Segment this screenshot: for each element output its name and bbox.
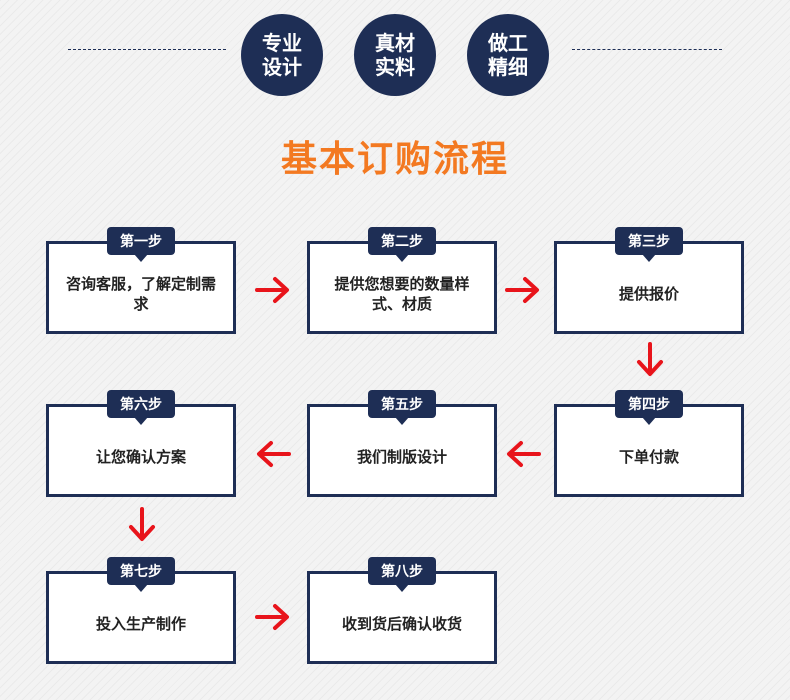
step-box-1: 第一步 咨询客服，了解定制需求	[46, 227, 236, 334]
step-tag: 第二步	[368, 227, 436, 255]
step-text: 提供报价	[618, 284, 679, 303]
arrow-right-icon	[255, 277, 289, 303]
arrow-right-icon	[255, 604, 289, 630]
step-text: 咨询客服，了解定制需求	[65, 274, 216, 313]
step-tag: 第三步	[615, 227, 683, 255]
divider-right	[572, 49, 722, 50]
step-tag: 第七步	[107, 557, 175, 585]
badge-line: 做工	[488, 31, 528, 55]
step-box-3: 第三步 提供报价	[554, 227, 744, 334]
step-box-7: 第七步 投入生产制作	[46, 557, 236, 664]
step-tag: 第八步	[368, 557, 436, 585]
step-box-4: 第四步 下单付款	[554, 390, 744, 497]
arrow-right-icon	[505, 277, 539, 303]
badge-line: 实料	[375, 55, 415, 79]
step-box-2: 第二步 提供您想要的数量样式、材质	[307, 227, 497, 334]
divider-left	[68, 49, 226, 50]
page-title: 基本订购流程	[280, 139, 509, 180]
step-tag: 第六步	[107, 390, 175, 418]
step-box-5: 第五步 我们制版设计	[307, 390, 497, 497]
step-tag: 第四步	[615, 390, 683, 418]
badge-line: 真材	[375, 31, 415, 55]
step-text: 我们制版设计	[356, 447, 447, 466]
arrow-left-icon	[507, 441, 541, 467]
badge-fine-workmanship: 做工 精细	[467, 14, 549, 96]
arrow-down-icon	[129, 507, 155, 541]
step-tag: 第五步	[368, 390, 436, 418]
step-text: 让您确认方案	[95, 447, 186, 466]
step-box-6: 第六步 让您确认方案	[46, 390, 236, 497]
arrow-left-icon	[257, 441, 291, 467]
badge-line: 精细	[488, 55, 528, 79]
step-text: 投入生产制作	[95, 614, 186, 633]
badge-line: 专业	[262, 31, 302, 55]
badge-line: 设计	[262, 55, 302, 79]
step-box-8: 第八步 收到货后确认收货	[307, 557, 497, 664]
step-text: 下单付款	[618, 447, 679, 466]
badge-professional-design: 专业 设计	[241, 14, 323, 96]
step-text: 提供您想要的数量样式、材质	[334, 274, 470, 313]
badge-real-material: 真材 实料	[354, 14, 436, 96]
step-tag: 第一步	[107, 227, 175, 255]
arrow-down-icon	[637, 342, 663, 376]
step-text: 收到货后确认收货	[341, 614, 462, 633]
